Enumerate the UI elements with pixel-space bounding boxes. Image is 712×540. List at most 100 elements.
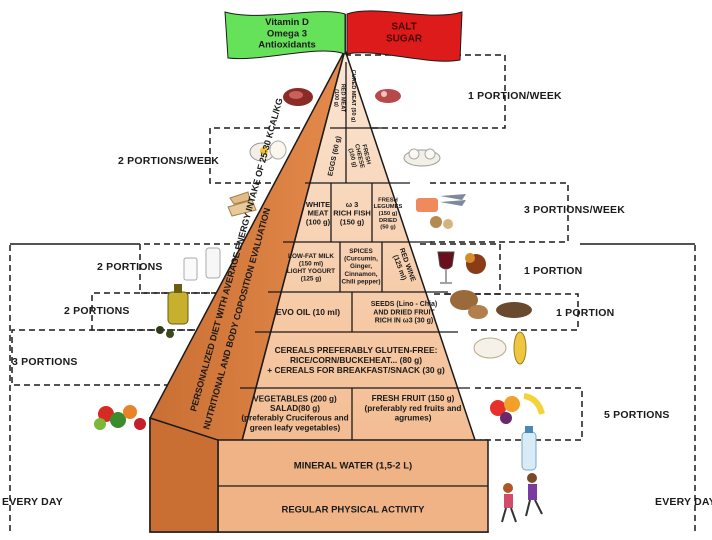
label-right-1-portion-b: 1 PORTION (556, 307, 615, 319)
flag-red-text-line: SALT (391, 22, 416, 33)
cell-cured-meat-line: CURED MEAT (50 g) (350, 70, 356, 123)
cell-vegetables-line: (preferably Cruciferous and (241, 414, 348, 423)
cell-cured-meat: CURED MEAT (50 g) (350, 70, 356, 123)
bracket-right-1a (420, 243, 501, 295)
cell-white-meat-line: (100 g) (306, 217, 331, 226)
flag-red-text-line: SUGAR (386, 33, 423, 44)
cell-fresh-cheese-line: CHEESE (353, 144, 365, 169)
label-left-2-portions-a: 2 PORTIONS (97, 261, 163, 273)
vegetables-icon (94, 405, 146, 430)
rice-icon (473, 337, 507, 359)
cell-red-meat-line: RED MEAT (339, 84, 345, 113)
cell-vegetables: VEGETABLES (200 g)SALAD(80 g)(preferably… (241, 394, 348, 432)
cell-fresh-cheese: FRESHCHEESE(100 g) (346, 142, 372, 171)
food-icons (94, 88, 545, 523)
cell-rich-fish-line: ω 3 (346, 200, 359, 209)
cell-spices-line: Cinnamon, (344, 271, 377, 278)
seeds-icon (496, 302, 532, 318)
cell-physical-activity: REGULAR PHYSICAL ACTIVITY (281, 504, 425, 515)
label-right-1-portion-a: 1 PORTION (524, 265, 583, 277)
cell-mineral-water: MINERAL WATER (1,5-2 L) (294, 460, 412, 471)
bracket-left-2b (91, 292, 220, 331)
label-left-2-portions-b: 2 PORTIONS (64, 305, 130, 317)
legumes-icon (430, 216, 453, 229)
olive-oil-icon (156, 284, 189, 338)
pyramid-cell-texts: RED MEAT(100 g)CURED MEAT (50 g)EGGS (60… (241, 70, 461, 516)
cell-milk-yogurt-line: (150 ml) (299, 260, 323, 267)
cell-spices-line: SPICES (349, 248, 373, 255)
bracket-left-3 (11, 329, 205, 386)
milk-icon (183, 247, 221, 281)
bracket-right-1b (445, 293, 579, 331)
water-bottle-icon (521, 426, 537, 471)
layer-dividers (218, 62, 488, 487)
cell-physical-activity-line: REGULAR PHYSICAL ACTIVITY (281, 504, 425, 515)
cell-fresh-cheese-line: (100 g) (347, 148, 358, 168)
flag-green (224, 11, 346, 60)
cell-cereals-line: CEREALS PREFERABLY GLUTEN-FREE: (275, 345, 438, 355)
label-left-3-portions: 3 PORTIONS (12, 356, 78, 368)
label-1-portion-week: 1 PORTION/WEEK (468, 90, 562, 102)
cell-milk-yogurt: LOW-FAT MILK(150 ml)LIGHT YOGURT(125 g) (287, 253, 335, 283)
cell-legumes-line: DRIED (379, 218, 397, 224)
bracket-2-week (209, 127, 300, 184)
cell-red-meat: RED MEAT(100 g) (333, 84, 345, 113)
fruit-icon (490, 393, 545, 424)
white-meat-icon (227, 191, 257, 217)
cell-vegetables-line: VEGETABLES (200 g) (253, 394, 337, 403)
cell-evo-oil-line: EVO OIL (10 ml) (276, 307, 340, 317)
flag-green-text-line: Omega 3 (267, 28, 307, 39)
red-meat-icon (283, 88, 313, 106)
label-every-day-left: EVERY DAY (2, 496, 63, 508)
cured-meat-icon (375, 89, 401, 103)
spices-icon (465, 253, 486, 274)
label-right-5-portions: 5 PORTIONS (604, 409, 670, 421)
cell-spices-line: (Curcumin, (344, 256, 378, 263)
cell-fresh-cheese-line: FRESH (360, 144, 371, 165)
fish-icon (416, 194, 466, 212)
cell-fresh-fruit-line: agrumes) (395, 414, 432, 423)
cell-seeds-line: AND DRIED FRUIT (373, 309, 435, 316)
cell-milk-yogurt-line: LIGHT YOGURT (287, 268, 335, 275)
bracket-3-week (430, 182, 569, 243)
label-every-day-right: EVERY DAY (655, 496, 712, 508)
cell-rich-fish-line: (150 g) (340, 217, 365, 226)
cell-spices: SPICES(Curcumin,Ginger,Cinnamon,Chili pe… (341, 248, 380, 285)
red-wine-icon (437, 251, 455, 284)
cell-vegetables-line: green leafy vegetables) (250, 423, 341, 432)
cell-rich-fish-line: RICH FISH (333, 209, 371, 218)
flag-red (346, 10, 463, 62)
children-running-icon (501, 473, 543, 523)
cell-cereals-line: RICE/CORN/BUCKEHEAT... (80 g) (290, 355, 422, 365)
cell-fresh-fruit-line: FRESH FRUIT (150 g) (372, 394, 455, 403)
label-3-portions-week: 3 PORTIONS/WEEK (524, 204, 626, 216)
fresh-cheese-icon (403, 148, 441, 167)
cell-fresh-fruit: FRESH FRUIT (150 g)(preferably red fruit… (365, 394, 462, 422)
corn-icon (513, 331, 527, 365)
cell-seeds-line: SEEDS (Lino - Chia) (371, 301, 438, 308)
flag-green-text-line: Vitamin D (265, 17, 309, 28)
cell-white-meat-line: MEAT (308, 209, 329, 218)
eggs-icon (249, 140, 287, 162)
cell-cereals: CEREALS PREFERABLY GLUTEN-FREE:RICE/CORN… (267, 345, 445, 375)
cell-white-meat-line: WHITE (306, 200, 330, 209)
nuts-icon (450, 290, 488, 319)
cell-red-meat-line: (100 g) (333, 89, 339, 107)
cell-mineral-water-line: MINERAL WATER (1,5-2 L) (294, 460, 412, 471)
cell-cereals-line: + CEREALS FOR BREAKFAST/SNACK (30 g) (267, 365, 445, 375)
cell-milk-yogurt-line: LOW-FAT MILK (288, 253, 334, 260)
cell-vegetables-line: SALAD(80 g) (270, 404, 320, 413)
cell-spices-line: Chili pepper) (341, 278, 380, 285)
base-block-side (149, 416, 219, 533)
cell-spices-line: Ginger, (350, 263, 372, 270)
cell-milk-yogurt-line: (125 g) (301, 276, 322, 283)
cell-legumes-line: (150 g) (379, 211, 398, 217)
